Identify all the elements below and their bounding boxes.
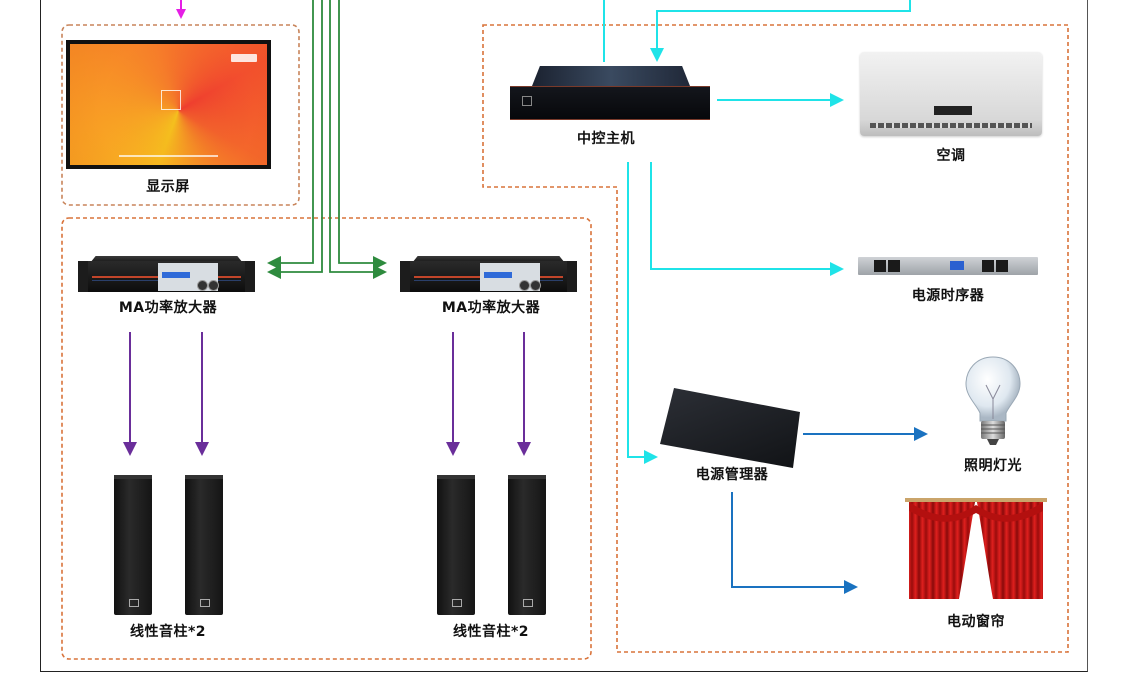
power-sequencer-label: 电源时序器 <box>911 288 985 304</box>
wire-curtain <box>731 492 858 594</box>
display-label: 显示屏 <box>146 179 190 195</box>
speakers-right-label: 线性音柱*2 <box>452 624 530 640</box>
column-speaker-icon <box>185 475 223 615</box>
power-sequencer-icon <box>858 257 1038 275</box>
wire-power-manager <box>627 162 658 464</box>
group-border-display <box>61 24 300 206</box>
air-conditioner-label: 空调 <box>936 148 966 164</box>
lighting-label: 照明灯光 <box>964 458 1022 474</box>
wire-controller-in <box>650 0 911 62</box>
curtain-label: 电动窗帘 <box>947 614 1005 630</box>
central-controller-icon <box>510 66 710 122</box>
amp-right-label: MA功率放大器 <box>441 300 541 316</box>
display-screen-icon <box>66 40 271 169</box>
power-amplifier-icon <box>78 256 255 294</box>
wire-amp-left-1 <box>267 0 314 270</box>
group-border-control <box>482 24 1069 653</box>
light-bulb-icon <box>965 356 1021 445</box>
amp-left-label: MA功率放大器 <box>118 300 218 316</box>
air-conditioner-icon <box>860 52 1042 136</box>
controller-label: 中控主机 <box>577 131 635 147</box>
power-manager-label: 电源管理器 <box>695 467 769 483</box>
wire-amp-right-1 <box>329 0 387 279</box>
outer-frame <box>40 0 1088 672</box>
column-speaker-icon <box>437 475 475 615</box>
wire-amp-right-2 <box>338 0 387 270</box>
power-manager-icon <box>660 388 800 468</box>
wire-amp-left-2 <box>267 0 323 279</box>
speakers-left-label: 线性音柱*2 <box>129 624 207 640</box>
curtain-icon <box>905 498 1047 599</box>
power-amplifier-icon <box>400 256 577 294</box>
column-speaker-icon <box>508 475 546 615</box>
column-speaker-icon <box>114 475 152 615</box>
wire-sequencer <box>650 162 844 276</box>
group-border-amplifiers <box>61 217 592 660</box>
